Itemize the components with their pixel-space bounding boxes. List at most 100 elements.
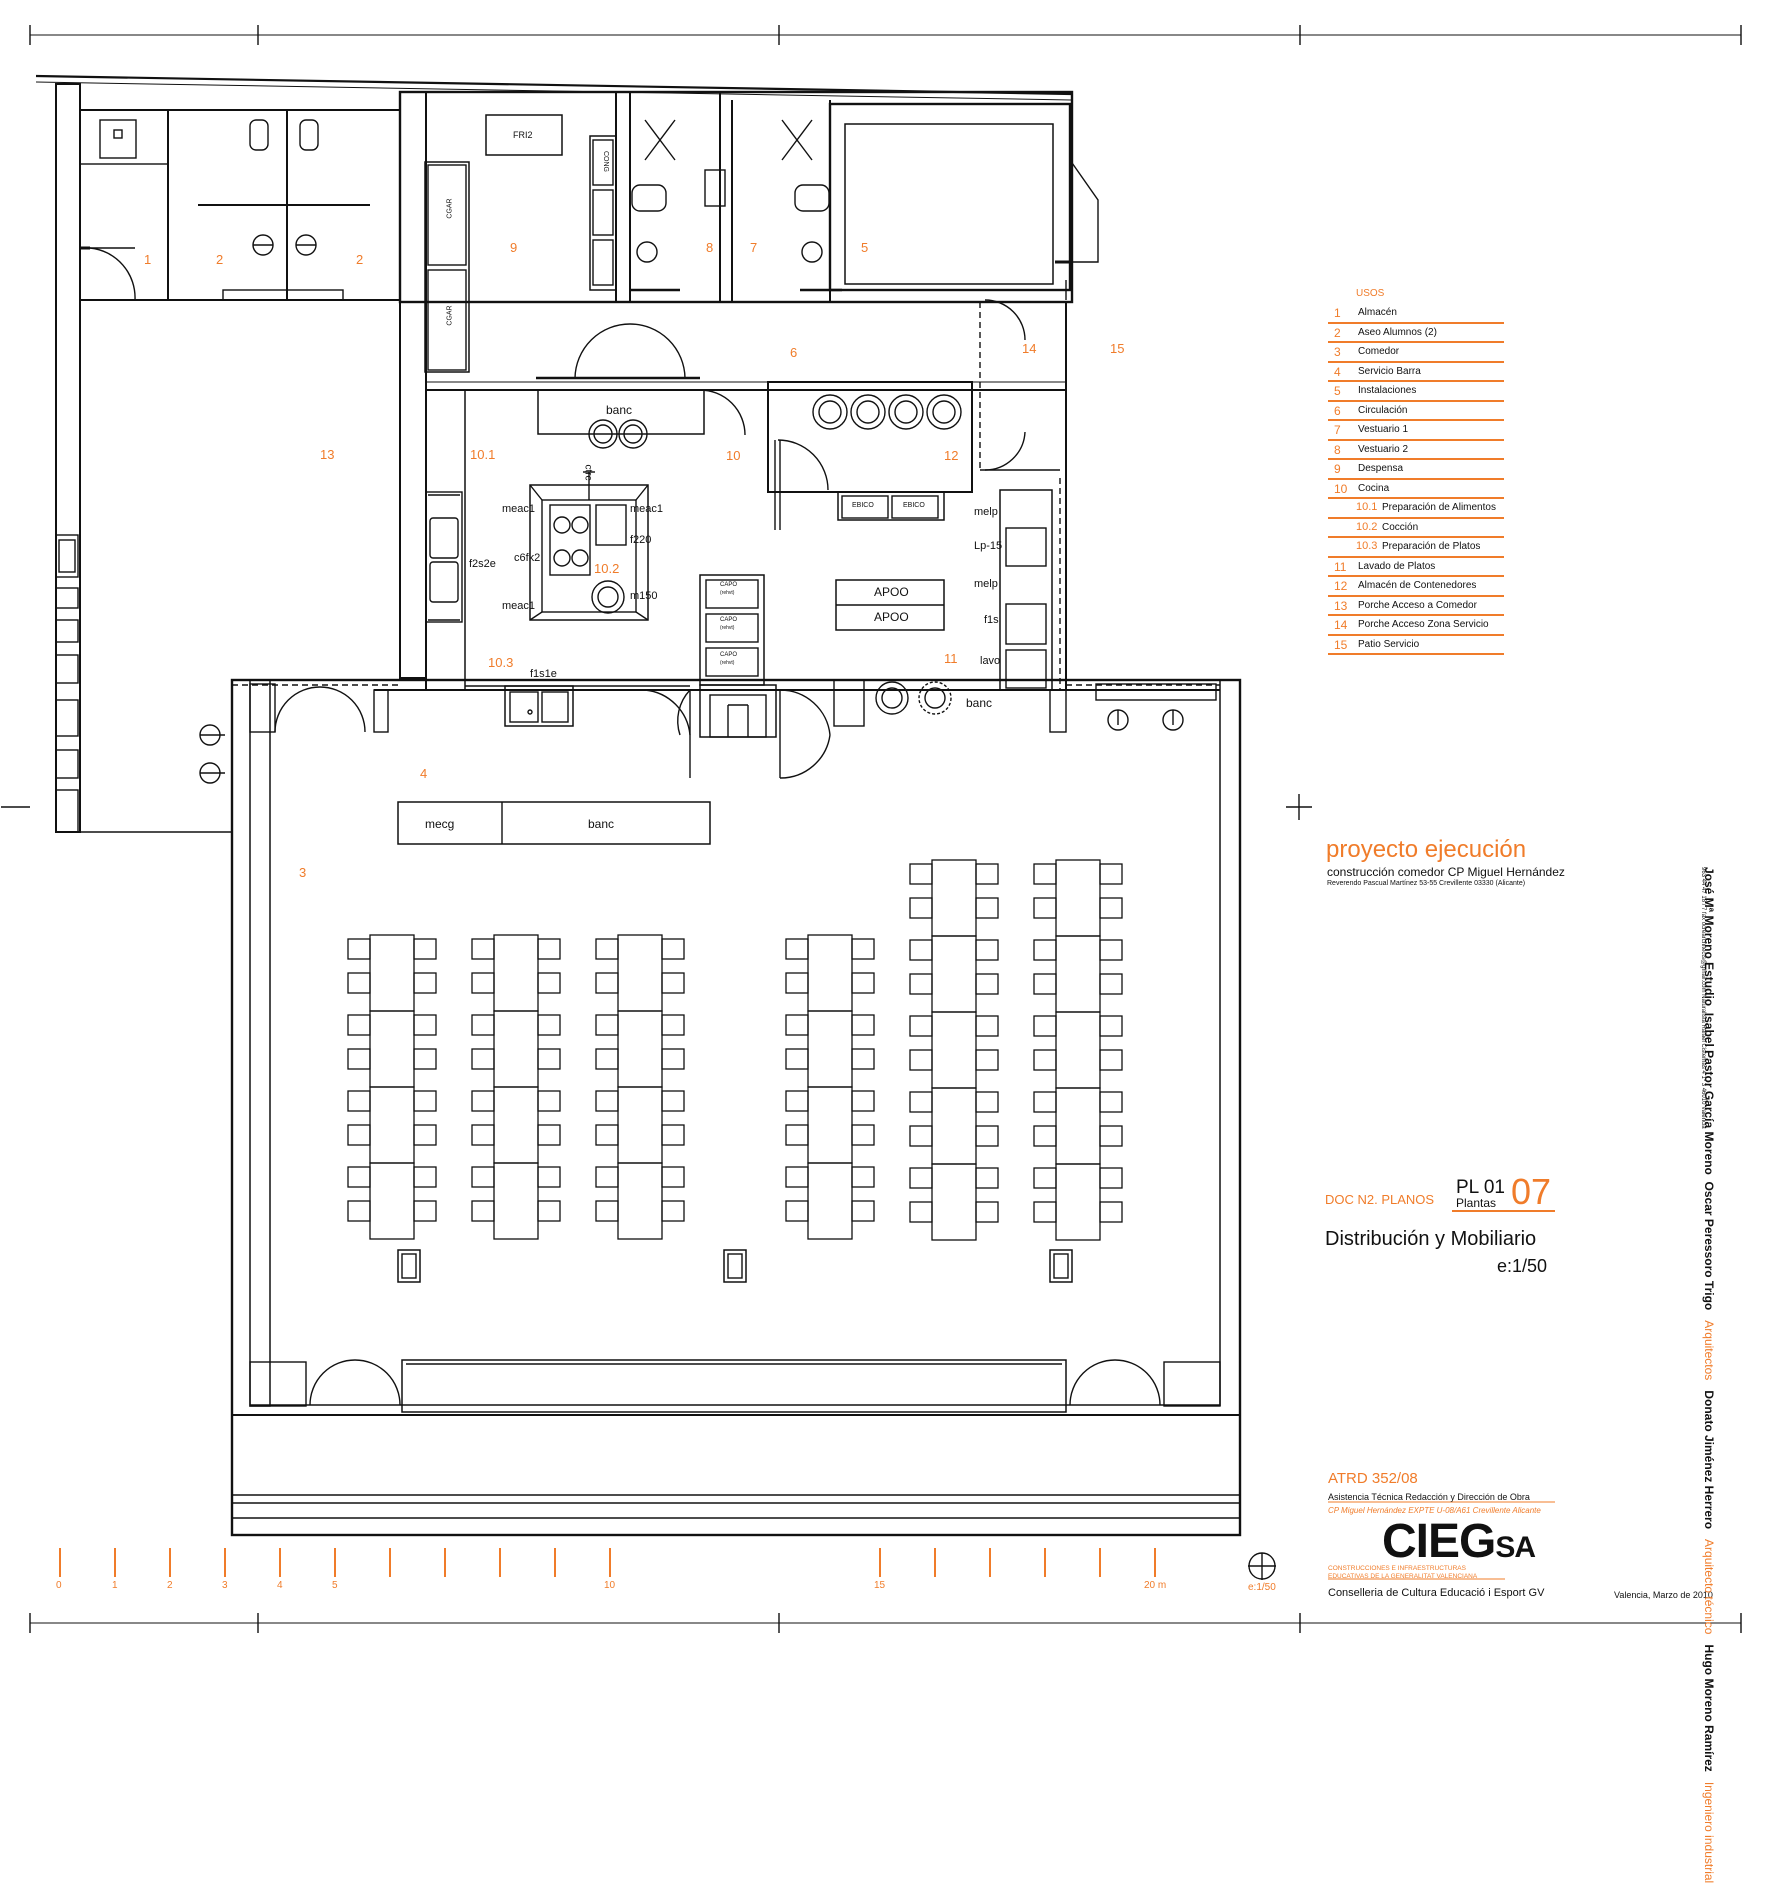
dining-tables — [347, 859, 1123, 1241]
legend-row: 11 Lavado de Platos — [1328, 558, 1504, 577]
legend-label: Vestuario 2 — [1358, 443, 1409, 455]
room-number-8: 8 — [706, 240, 714, 255]
chair — [471, 938, 495, 960]
equip-meac1-c: meac1 — [502, 600, 536, 612]
legend-number: 15 — [1334, 637, 1348, 652]
equip-apoo-1: APOO — [874, 585, 909, 599]
scale-tick-10: 10 — [604, 1580, 616, 1591]
room-number-2a: 2 — [216, 252, 224, 267]
equip-lavo: lavo — [980, 655, 1001, 667]
legend-number: 8 — [1334, 442, 1341, 457]
chair — [1099, 1125, 1123, 1147]
dining-table — [931, 1087, 977, 1165]
chair — [413, 1200, 437, 1222]
room-number-7: 7 — [750, 240, 758, 255]
dining-table — [807, 1010, 853, 1088]
dining-table — [931, 935, 977, 1013]
plan-code: PL 01 — [1456, 1177, 1505, 1198]
plan-type: Plantas — [1456, 1196, 1497, 1210]
chair — [595, 1090, 619, 1112]
equip-ctrc: ctrc — [582, 464, 594, 481]
legend-number: 11 — [1334, 559, 1347, 574]
chair — [661, 972, 685, 994]
legend-number: 6 — [1334, 403, 1341, 418]
logo-sa: SA — [1495, 1531, 1536, 1564]
chair — [595, 1014, 619, 1036]
room-number-2b: 2 — [356, 252, 364, 267]
date: Valencia, Marzo de 2010 — [1614, 1590, 1713, 1600]
chair — [909, 1125, 933, 1147]
equip-cgar-1: CGAR — [446, 198, 454, 219]
equip-f2s2e: f2s2e — [469, 558, 496, 570]
room-number-15: 15 — [1110, 341, 1125, 356]
equip-apoo-2: APOO — [874, 610, 909, 624]
chair — [975, 939, 999, 961]
room-number-11: 11 — [944, 651, 958, 666]
credit-3: Oscar Peressoro Trigo — [1702, 1181, 1716, 1311]
room-number-9: 9 — [510, 240, 518, 255]
chair — [909, 897, 933, 919]
legend-label: Almacén — [1358, 307, 1397, 318]
project-title: proyecto ejecución — [1326, 836, 1527, 863]
dining-table — [493, 1010, 539, 1088]
chair — [785, 1048, 809, 1070]
dining-table — [493, 1162, 539, 1240]
chair — [595, 938, 619, 960]
legend-row: 6 Circulación — [1328, 402, 1504, 421]
chair — [975, 973, 999, 995]
scale-tick-2: 2 — [167, 1580, 173, 1591]
chair — [1033, 1091, 1057, 1113]
chair — [595, 1048, 619, 1070]
chair — [785, 972, 809, 994]
chair — [1099, 1049, 1123, 1071]
chair — [1099, 1167, 1123, 1189]
room-number-3: 3 — [299, 865, 307, 880]
chair — [851, 972, 875, 994]
room-number-1: 1 — [144, 252, 152, 267]
chair — [975, 1049, 999, 1071]
chair — [1033, 1167, 1057, 1189]
chair — [595, 972, 619, 994]
chair — [595, 1200, 619, 1222]
chair — [413, 1124, 437, 1146]
legend-title: USOS — [1356, 288, 1385, 299]
dining-table — [493, 934, 539, 1012]
equip-ebico-2: EBICO — [903, 502, 925, 509]
chair — [471, 972, 495, 994]
credit-role-3: Ingeniero industrial — [1702, 1781, 1716, 1883]
legend-row: 8 Vestuario 2 — [1328, 441, 1504, 460]
legend-label: Despensa — [1358, 463, 1404, 474]
chair — [785, 1090, 809, 1112]
room-number-5: 5 — [861, 240, 869, 255]
legend-label: Porche Acceso a Comedor — [1358, 599, 1477, 611]
legend-label: Servicio Barra — [1358, 365, 1421, 377]
equip-melp-1: melp — [974, 506, 998, 518]
equip-mecg: mecg — [425, 817, 455, 831]
chair — [661, 1200, 685, 1222]
chair — [413, 1014, 437, 1036]
legend-label: Circulación — [1358, 404, 1408, 416]
scale-bar — [59, 1548, 1156, 1577]
dining-table — [617, 1162, 663, 1240]
legend-label: Lavado de Platos — [1358, 560, 1436, 572]
equip-banc-bar: banc — [588, 817, 615, 831]
chair — [595, 1124, 619, 1146]
chair — [1099, 863, 1123, 885]
dining-table — [807, 1162, 853, 1240]
dining-table — [369, 1086, 415, 1164]
legend-number: 13 — [1334, 598, 1348, 613]
chair — [347, 1090, 371, 1112]
sheet-number: 07 — [1511, 1171, 1552, 1212]
sheet-title: Distribución y Mobiliario — [1325, 1228, 1537, 1250]
chair — [1099, 897, 1123, 919]
sheet-scale: e:1/50 — [1497, 1256, 1548, 1276]
chair — [975, 1201, 999, 1223]
dining-table — [931, 1163, 977, 1241]
room-number-10: 10 — [726, 448, 741, 463]
chair — [909, 1015, 933, 1037]
chair — [851, 1166, 875, 1188]
dining-table — [1055, 859, 1101, 937]
